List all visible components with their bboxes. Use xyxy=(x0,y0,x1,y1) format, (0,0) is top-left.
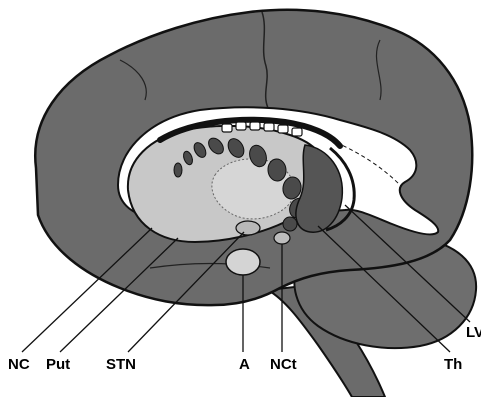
label-nc: NC xyxy=(8,357,30,372)
label-lv: LV xyxy=(466,325,481,340)
caudate-tail-tip xyxy=(274,232,290,244)
amygdala xyxy=(226,249,260,275)
label-stn: STN xyxy=(106,357,136,372)
subthalamic-nucleus xyxy=(236,221,260,235)
label-put: Put xyxy=(46,357,70,372)
label-nct: NCt xyxy=(270,357,297,372)
label-a: A xyxy=(239,357,250,372)
label-th: Th xyxy=(444,357,462,372)
